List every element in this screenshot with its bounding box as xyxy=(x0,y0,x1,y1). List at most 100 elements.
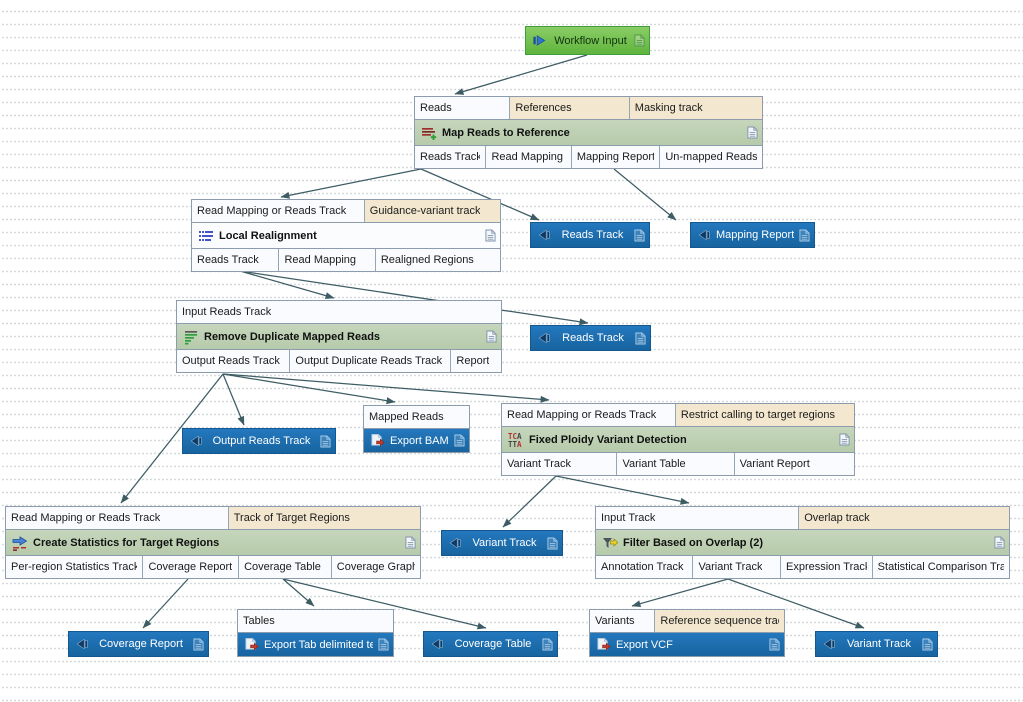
input-port[interactable]: Read Mapping or Reads Track xyxy=(6,507,229,529)
node-title[interactable]: Reads Track xyxy=(531,326,650,350)
input-port[interactable]: Restrict calling to target regions xyxy=(675,404,854,426)
document-icon[interactable] xyxy=(547,537,558,550)
node-out-reads-track-1[interactable]: Reads Track xyxy=(530,222,650,248)
document-icon[interactable] xyxy=(769,638,780,651)
output-port[interactable]: Reads Track xyxy=(415,146,487,168)
node-create-stats[interactable]: Read Mapping or Reads Track Track of Targ… xyxy=(5,506,421,579)
node-title[interactable]: Export VCF xyxy=(590,632,784,656)
output-port[interactable]: Realigned Regions xyxy=(375,249,500,271)
output-port[interactable]: Variant Track xyxy=(502,453,618,475)
input-port[interactable]: Read Mapping or Reads Track xyxy=(192,200,365,222)
document-icon[interactable] xyxy=(994,536,1005,549)
output-port[interactable]: Reads Track xyxy=(192,249,280,271)
output-port[interactable]: Read Mapping xyxy=(486,146,572,168)
output-port[interactable]: Un-mapped Reads xyxy=(660,146,762,168)
document-icon[interactable] xyxy=(454,434,465,447)
node-title[interactable]: Mapping Report xyxy=(691,223,814,247)
node-title[interactable]: Variant Track xyxy=(816,632,937,656)
output-port[interactable]: Per-region Statistics Track xyxy=(6,556,144,578)
input-port[interactable]: Masking track xyxy=(629,97,762,119)
output-port[interactable]: Expression Track xyxy=(781,556,873,578)
node-title[interactable]: Remove Duplicate Mapped Reads xyxy=(177,323,501,350)
document-icon[interactable] xyxy=(839,433,850,446)
document-icon[interactable] xyxy=(634,229,645,242)
document-icon[interactable] xyxy=(634,34,645,47)
document-icon[interactable] xyxy=(378,638,389,651)
output-port[interactable]: Variant Table xyxy=(617,453,735,475)
connection-line xyxy=(555,475,690,505)
node-title[interactable]: Workflow Input xyxy=(526,27,649,54)
node-title[interactable]: Local Realignment xyxy=(192,222,500,249)
document-icon[interactable] xyxy=(799,229,810,242)
output-port[interactable]: Mapping Report xyxy=(571,146,661,168)
input-port[interactable]: Input Track xyxy=(596,507,800,529)
input-port[interactable]: Mapped Reads xyxy=(364,406,469,428)
node-title[interactable]: Coverage Report xyxy=(69,632,208,656)
output-port[interactable]: Coverage Report xyxy=(143,556,240,578)
input-port[interactable]: Reads xyxy=(415,97,511,119)
output-port[interactable]: Report xyxy=(451,350,501,372)
document-icon[interactable] xyxy=(193,638,204,651)
output-port[interactable]: Coverage Table xyxy=(239,556,332,578)
output-port[interactable]: Variant Report xyxy=(734,453,854,475)
output-port[interactable]: Output Duplicate Reads Track xyxy=(290,350,452,372)
node-title[interactable]: Variant Track xyxy=(442,531,562,555)
node-title-label: Coverage Table xyxy=(454,638,532,650)
input-port[interactable]: Read Mapping or Reads Track xyxy=(502,404,676,426)
input-port[interactable]: Tables xyxy=(238,610,393,632)
node-title[interactable]: Export BAM xyxy=(364,428,469,452)
output-port[interactable]: Output Reads Track xyxy=(177,350,291,372)
output-port[interactable]: Variant Track xyxy=(693,556,781,578)
node-out-coverage-report[interactable]: Coverage Report xyxy=(68,631,209,657)
node-out-output-reads[interactable]: Output Reads Track xyxy=(182,428,336,454)
output-port[interactable]: Annotation Track xyxy=(596,556,694,578)
input-port-label: Reads xyxy=(420,102,452,114)
document-icon[interactable] xyxy=(405,536,416,549)
node-title[interactable]: Output Reads Track xyxy=(183,429,335,453)
node-out-variant-track-2[interactable]: Variant Track xyxy=(815,631,938,657)
node-out-variant-track-1[interactable]: Variant Track xyxy=(441,530,563,556)
output-port-label: Per-region Statistics Track xyxy=(11,561,138,573)
input-port[interactable]: Track of Target Regions xyxy=(228,507,420,529)
node-title[interactable]: Create Statistics for Target Regions xyxy=(6,529,420,556)
input-port[interactable]: Reference sequence track xyxy=(655,610,784,632)
node-title[interactable]: Coverage Table xyxy=(424,632,557,656)
document-icon[interactable] xyxy=(486,330,497,343)
node-out-coverage-table[interactable]: Coverage Table xyxy=(423,631,558,657)
node-title[interactable]: Reads Track xyxy=(531,223,649,247)
document-icon[interactable] xyxy=(922,638,933,651)
output-port[interactable]: Read Mapping xyxy=(279,249,376,271)
document-icon[interactable] xyxy=(635,332,646,345)
document-icon[interactable] xyxy=(320,435,331,448)
input-port-label: Read Mapping or Reads Track xyxy=(11,512,161,524)
node-out-reads-track-2[interactable]: Reads Track xyxy=(530,325,651,351)
document-icon[interactable] xyxy=(485,229,496,242)
input-port[interactable]: Input Reads Track xyxy=(177,301,501,323)
output-port[interactable]: Coverage Graph xyxy=(331,556,420,578)
input-port[interactable]: Variants xyxy=(590,610,656,632)
input-port[interactable]: Guidance-variant track xyxy=(364,200,500,222)
input-port[interactable]: Overlap track xyxy=(799,507,1009,529)
node-title[interactable]: Map Reads to Reference xyxy=(415,119,762,146)
node-workflow-input[interactable]: Workflow Input xyxy=(525,26,650,55)
node-title[interactable]: Export Tab delimited text xyxy=(238,632,393,656)
node-out-mapping-report[interactable]: Mapping Report xyxy=(690,222,815,248)
document-icon[interactable] xyxy=(747,126,758,139)
node-title[interactable]: Filter Based on Overlap (2) xyxy=(596,529,1009,556)
output-port[interactable]: Statistical Comparison Track xyxy=(872,556,1009,578)
workflow-output-icon xyxy=(697,228,711,242)
input-port[interactable]: References xyxy=(510,97,630,119)
document-icon[interactable] xyxy=(542,638,553,651)
